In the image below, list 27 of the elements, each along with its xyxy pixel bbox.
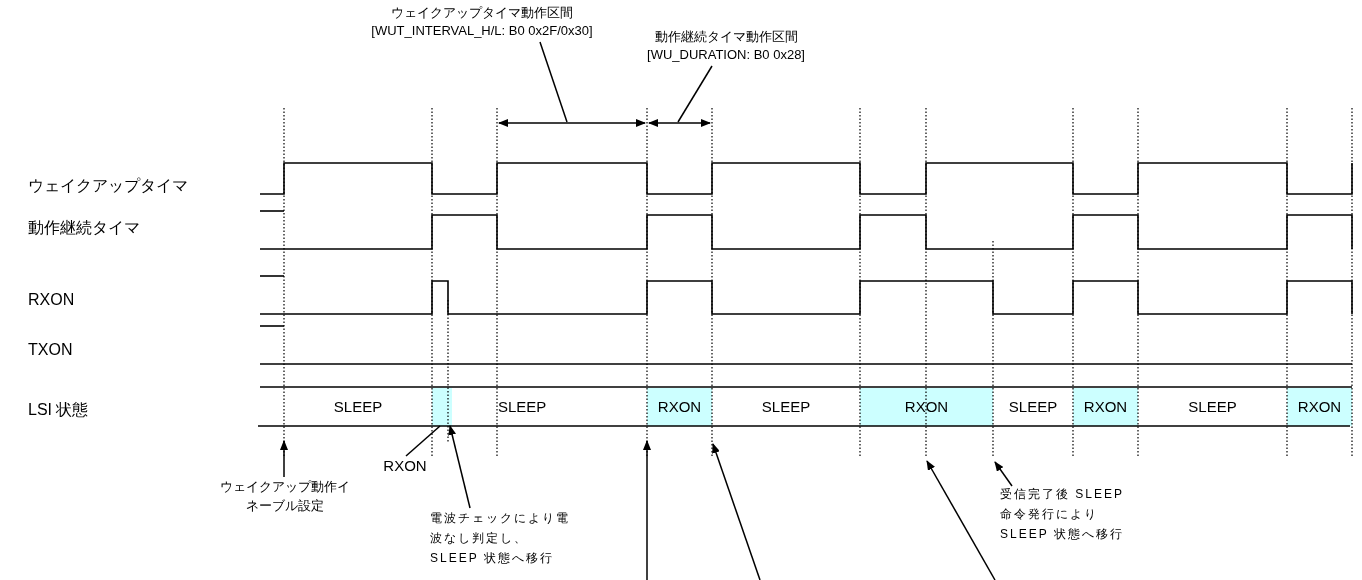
state-cell: [432, 388, 452, 426]
arrow: [448, 425, 471, 509]
state-cell: SLEEP: [712, 388, 860, 426]
annotation-text: 受信完了後 SLEEP命令発行によりSLEEP 状態へ移行: [1000, 484, 1134, 544]
state-cell: RXON: [1073, 388, 1138, 426]
signal-name: 動作継続タイマ: [28, 218, 140, 238]
annotation-text: 動作継続タイマ動作区間 [WU_DURATION: B0 0x28]: [628, 28, 824, 66]
arrow: [994, 461, 1013, 487]
state-cell: RXON: [647, 388, 712, 426]
signal-name: LSI 状態: [28, 400, 89, 420]
state-cell: SLEEP: [993, 388, 1073, 426]
state-cell: SLEEP: [452, 388, 647, 426]
arrow: [280, 440, 288, 478]
state-cell: RXON: [860, 388, 993, 426]
state-cell: SLEEP: [1138, 388, 1287, 426]
leader-line: [677, 65, 713, 123]
annotation-text: ウェイクアップタイマ動作区間 [WUT_INTERVAL_H/L: B0 0x2F/0x30]: [362, 4, 602, 42]
annotation-text: ウェイクアップ動作イネーブル設定: [215, 477, 355, 515]
signal-name: ウェイクアップタイマ: [28, 176, 188, 196]
signal-name: RXON: [28, 290, 75, 310]
annotation-text: 電波チェックにより電波なし判定し、SLEEP 状態へ移行: [430, 508, 572, 568]
state-cell: SLEEP: [284, 388, 432, 426]
signal-name: TXON: [28, 340, 73, 360]
state-cell: RXON: [1287, 388, 1352, 426]
leader-line: [405, 425, 441, 457]
leader-line: [539, 41, 568, 123]
callout-text: RXON: [381, 456, 429, 476]
